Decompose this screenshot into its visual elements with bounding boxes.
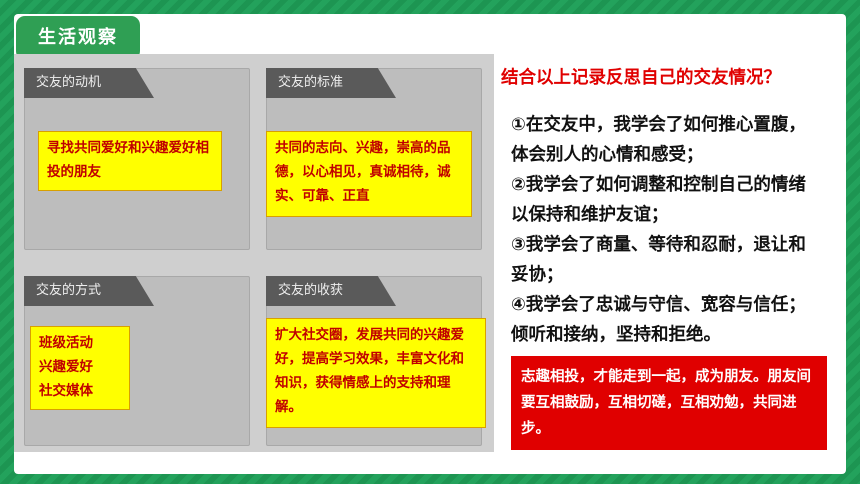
card-title: 交友的动机	[24, 68, 154, 98]
answer-item: ④我学会了忠诚与守信、宽容与信任；倾听和接纳，坚持和拒绝。	[511, 295, 806, 345]
note-method-line: 兴趣爱好	[39, 359, 93, 375]
note-method-line: 班级活动	[39, 335, 93, 351]
note-motive: 寻找共同爱好和兴趣爱好相投的朋友	[38, 131, 222, 191]
answer-item: ①在交友中，我学会了如何推心置腹，体会别人的心情和感受；	[511, 115, 806, 165]
answer-item: ②我学会了如何调整和控制自己的情绪以保持和维护友谊；	[511, 175, 806, 225]
note-method-line: 社交媒体	[39, 383, 93, 399]
reflection-answers: ①在交友中，我学会了如何推心置腹，体会别人的心情和感受； ②我学会了如何调整和控…	[511, 110, 821, 366]
card-title: 交友的方式	[24, 276, 154, 306]
note-standard: 共同的志向、兴趣，崇高的品德，以心相见，真诚相待，诚实、可靠、正直	[266, 131, 472, 217]
summary-box: 志趣相投，才能走到一起，成为朋友。朋友间要互相鼓励，互相切磋，互相劝勉，共同进步…	[511, 356, 827, 450]
note-gain: 扩大社交圈，发展共同的兴趣爱好，提高学习效果，丰富文化和知识，获得情感上的支持和…	[266, 318, 486, 428]
card-title: 交友的收获	[266, 276, 396, 306]
reflection-heading: 结合以上记录反思自己的交友情况？	[501, 68, 781, 88]
answer-item: ③我学会了商量、等待和忍耐，退让和妥协；	[511, 235, 806, 285]
note-method: 班级活动 兴趣爱好 社交媒体	[30, 326, 130, 410]
section-tag: 生活观察	[16, 16, 140, 60]
card-title: 交友的标准	[266, 68, 396, 98]
